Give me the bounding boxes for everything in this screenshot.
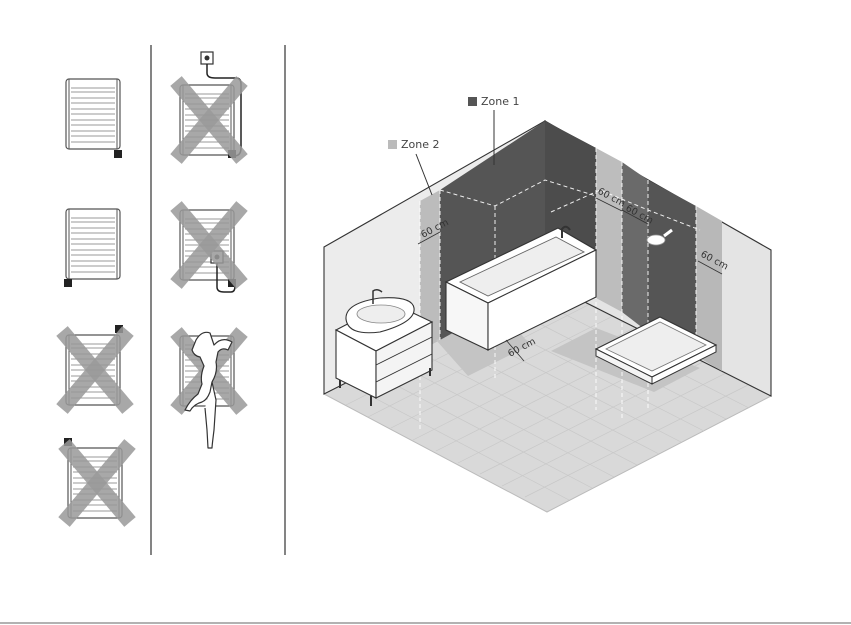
radiator-not-ok-socket-above xyxy=(176,52,242,159)
radiator-ok-bottom-right xyxy=(66,79,122,158)
radiator-not-ok-socket-behind xyxy=(176,206,242,292)
bathroom-room xyxy=(324,121,771,512)
radiator-not-ok-top-right xyxy=(62,325,128,409)
connection-box-icon xyxy=(114,150,122,158)
radiator-ok-bottom-left xyxy=(64,209,120,287)
radiator-not-ok-climbing xyxy=(176,332,242,448)
connection-box-icon xyxy=(64,279,72,287)
zone1-label: Zone 1 xyxy=(481,95,520,108)
zone2-shower-back-band xyxy=(596,148,622,312)
zone2-label: Zone 2 xyxy=(401,138,440,151)
zone2-swatch xyxy=(388,140,397,149)
radiator-not-ok-top-left xyxy=(64,438,130,522)
zone1-swatch xyxy=(468,97,477,106)
